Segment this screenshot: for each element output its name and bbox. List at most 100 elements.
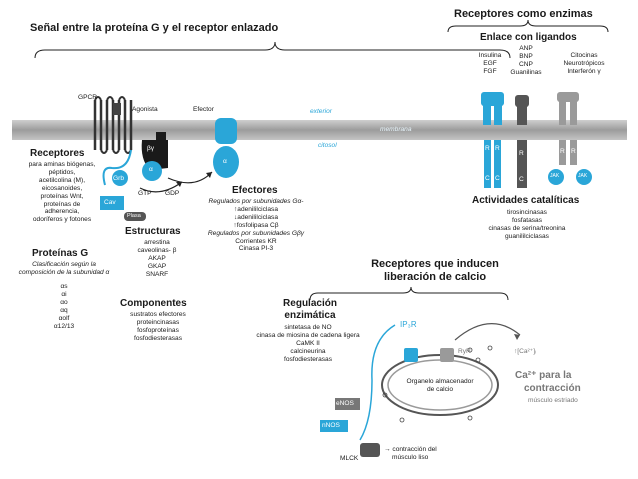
label-effector-alpha: α xyxy=(223,158,227,165)
label-effector: Efector xyxy=(193,106,214,113)
striated-label: músculo estriado xyxy=(528,397,578,404)
structures-item: arrestina xyxy=(144,239,170,246)
receptors-item: proteínas Wnt, xyxy=(40,192,84,200)
gpcr-tail xyxy=(102,149,132,186)
receptors-item: eicosanoides, xyxy=(41,184,83,192)
calcium-store-label: Organelo almacenador de calcio xyxy=(398,378,482,394)
g-proteins-item: αq xyxy=(60,306,68,314)
enzymatic-item: fosfodiesterasas xyxy=(283,355,332,363)
components-item: sustratos efectores xyxy=(130,311,186,318)
structures-item: GKAP xyxy=(147,262,167,270)
enzyme-bracket xyxy=(447,19,609,33)
components-title: Componentes xyxy=(120,298,187,309)
enzymatic-item: sintetasa de NO xyxy=(284,324,332,331)
receptors-item: odoríferos y fotones xyxy=(32,216,92,224)
label-beta-gamma: βγ xyxy=(147,145,155,152)
contraction-label: contracción xyxy=(524,383,581,394)
effector-channel xyxy=(215,118,237,144)
ligand-item: EGF xyxy=(483,59,497,67)
jak-kinase-left xyxy=(548,169,564,185)
components-item: proteincinasas xyxy=(136,318,180,326)
ligand-item: Insulina xyxy=(478,52,502,59)
catalytic-item: fosfatasas xyxy=(511,216,543,224)
enzymatic-title-line: enzimática xyxy=(284,310,336,321)
structures-item: SNARF xyxy=(145,270,169,278)
gpcr-bracket xyxy=(34,41,511,59)
enzymatic-item: cinasa de miosina de cadena ligera xyxy=(256,331,360,339)
catalytic-item: tirosincinasas xyxy=(507,209,547,216)
rtk-r-label: R xyxy=(495,145,500,152)
rtk-c-label: C xyxy=(495,175,500,182)
calcium-store-line: Organelo almacenador xyxy=(406,378,474,385)
enzymatic-title-line: Regulación xyxy=(283,298,337,309)
receptor-tyrosine-kinase xyxy=(481,92,504,188)
receptor-cytokine xyxy=(557,92,579,165)
enos-box xyxy=(335,398,360,410)
ryr-label: RyR xyxy=(458,348,471,355)
components-item: fosfodiesterasas xyxy=(133,334,182,342)
enzymatic-list: sintetasa de NO cinasa de miosina de cad… xyxy=(238,324,378,364)
receptors-item: proteínas de xyxy=(43,200,81,208)
ligand-item: ANP xyxy=(519,45,533,52)
label-gpcr: GPCR xyxy=(78,94,98,101)
label-membrane: membrana xyxy=(380,126,412,133)
ip3-receptor xyxy=(404,348,418,362)
effectors-item: ↑fosfolipasa Cβ xyxy=(233,221,279,229)
g-proteins-subtitle-line: composición de la subunidad α xyxy=(18,268,110,276)
ligand-group-3: Citocinas Neurotrópicos Interferón γ xyxy=(544,52,624,76)
cyto-r-label: R xyxy=(571,148,576,155)
receptor-guanylyl-cyclase xyxy=(515,95,529,188)
calcium-flow-arrow xyxy=(454,323,521,341)
g-proteins-title: Proteínas G xyxy=(32,248,89,259)
mlck-box xyxy=(360,443,380,457)
catalytic-item: guanililciclasas xyxy=(505,232,549,240)
jak-label: JAK xyxy=(578,173,588,179)
label-cav: Cav xyxy=(104,199,116,206)
label-plasma: Plasa xyxy=(127,213,141,219)
ligand-item: Citocinas xyxy=(570,52,598,59)
rtk-r-label: R xyxy=(485,145,490,152)
g-proteins-list: αs αi αo αq αolf α12/13 xyxy=(34,283,94,330)
title-enzyme-receptors: Receptores como enzimas xyxy=(454,8,593,20)
structures-title: Estructuras xyxy=(125,226,181,237)
components-item: fosfoproteínas xyxy=(137,326,179,334)
g-proteins-subtitle-line: Clasificación según la xyxy=(32,261,96,268)
effectors-item: ↑adenililciclasa xyxy=(234,205,278,213)
g-proteins-item: αolf xyxy=(58,314,70,322)
ca-increase-label: ↑[Ca²⁺]ᵢ xyxy=(514,348,537,355)
cyto-r-label: R xyxy=(560,148,565,155)
ligand-group-1: Insulina EGF FGF xyxy=(470,52,510,76)
effectors-item: Cinasa PI-3 xyxy=(238,245,274,253)
cell-membrane xyxy=(12,120,627,140)
jak-kinase-right xyxy=(576,169,592,185)
nnos-label: nNOS xyxy=(322,422,340,429)
ligand-item: FGF xyxy=(483,67,497,75)
enzymatic-item: CaMK II xyxy=(296,339,320,347)
ligand-group-2: ANP BNP CNP Guanilinas xyxy=(504,45,548,77)
ligand-item: Interferón γ xyxy=(567,67,601,75)
gpcr-receptor xyxy=(93,100,133,150)
g-proteins-item: αo xyxy=(60,298,68,306)
label-g-alpha: α xyxy=(149,166,153,173)
ligand-item: Neurotrópicos xyxy=(563,59,605,67)
enzymatic-item: calcineurina xyxy=(290,347,326,355)
rtk-c-label: C xyxy=(485,175,490,182)
ryanodine-receptor xyxy=(440,348,454,362)
gc-c-label: C xyxy=(519,176,524,183)
ligand-item: CNP xyxy=(519,60,533,68)
g-proteins-subtitle: Clasificación según la composición de la… xyxy=(4,261,124,277)
effectors-item: Regulados por subunidades Gα- xyxy=(208,198,304,205)
structures-item: AKAP xyxy=(148,254,166,262)
receptors-title: Receptores xyxy=(30,148,85,159)
catalytic-item: cinasas de serina/treonina xyxy=(488,224,566,232)
effectors-item: Regulados por subunidades Gβγ xyxy=(207,229,305,237)
structures-item: caveolinas- β xyxy=(137,246,177,254)
g-proteins-item: α12/13 xyxy=(53,322,75,330)
components-list: sustratos efectores proteincinasas fosfo… xyxy=(108,311,208,343)
receptors-item: acetilcolina (M), xyxy=(38,176,86,184)
label-gdp: GDP xyxy=(165,190,180,197)
ca-for-label: Ca²⁺ para la xyxy=(515,370,572,381)
gc-r-label: R xyxy=(519,150,524,157)
